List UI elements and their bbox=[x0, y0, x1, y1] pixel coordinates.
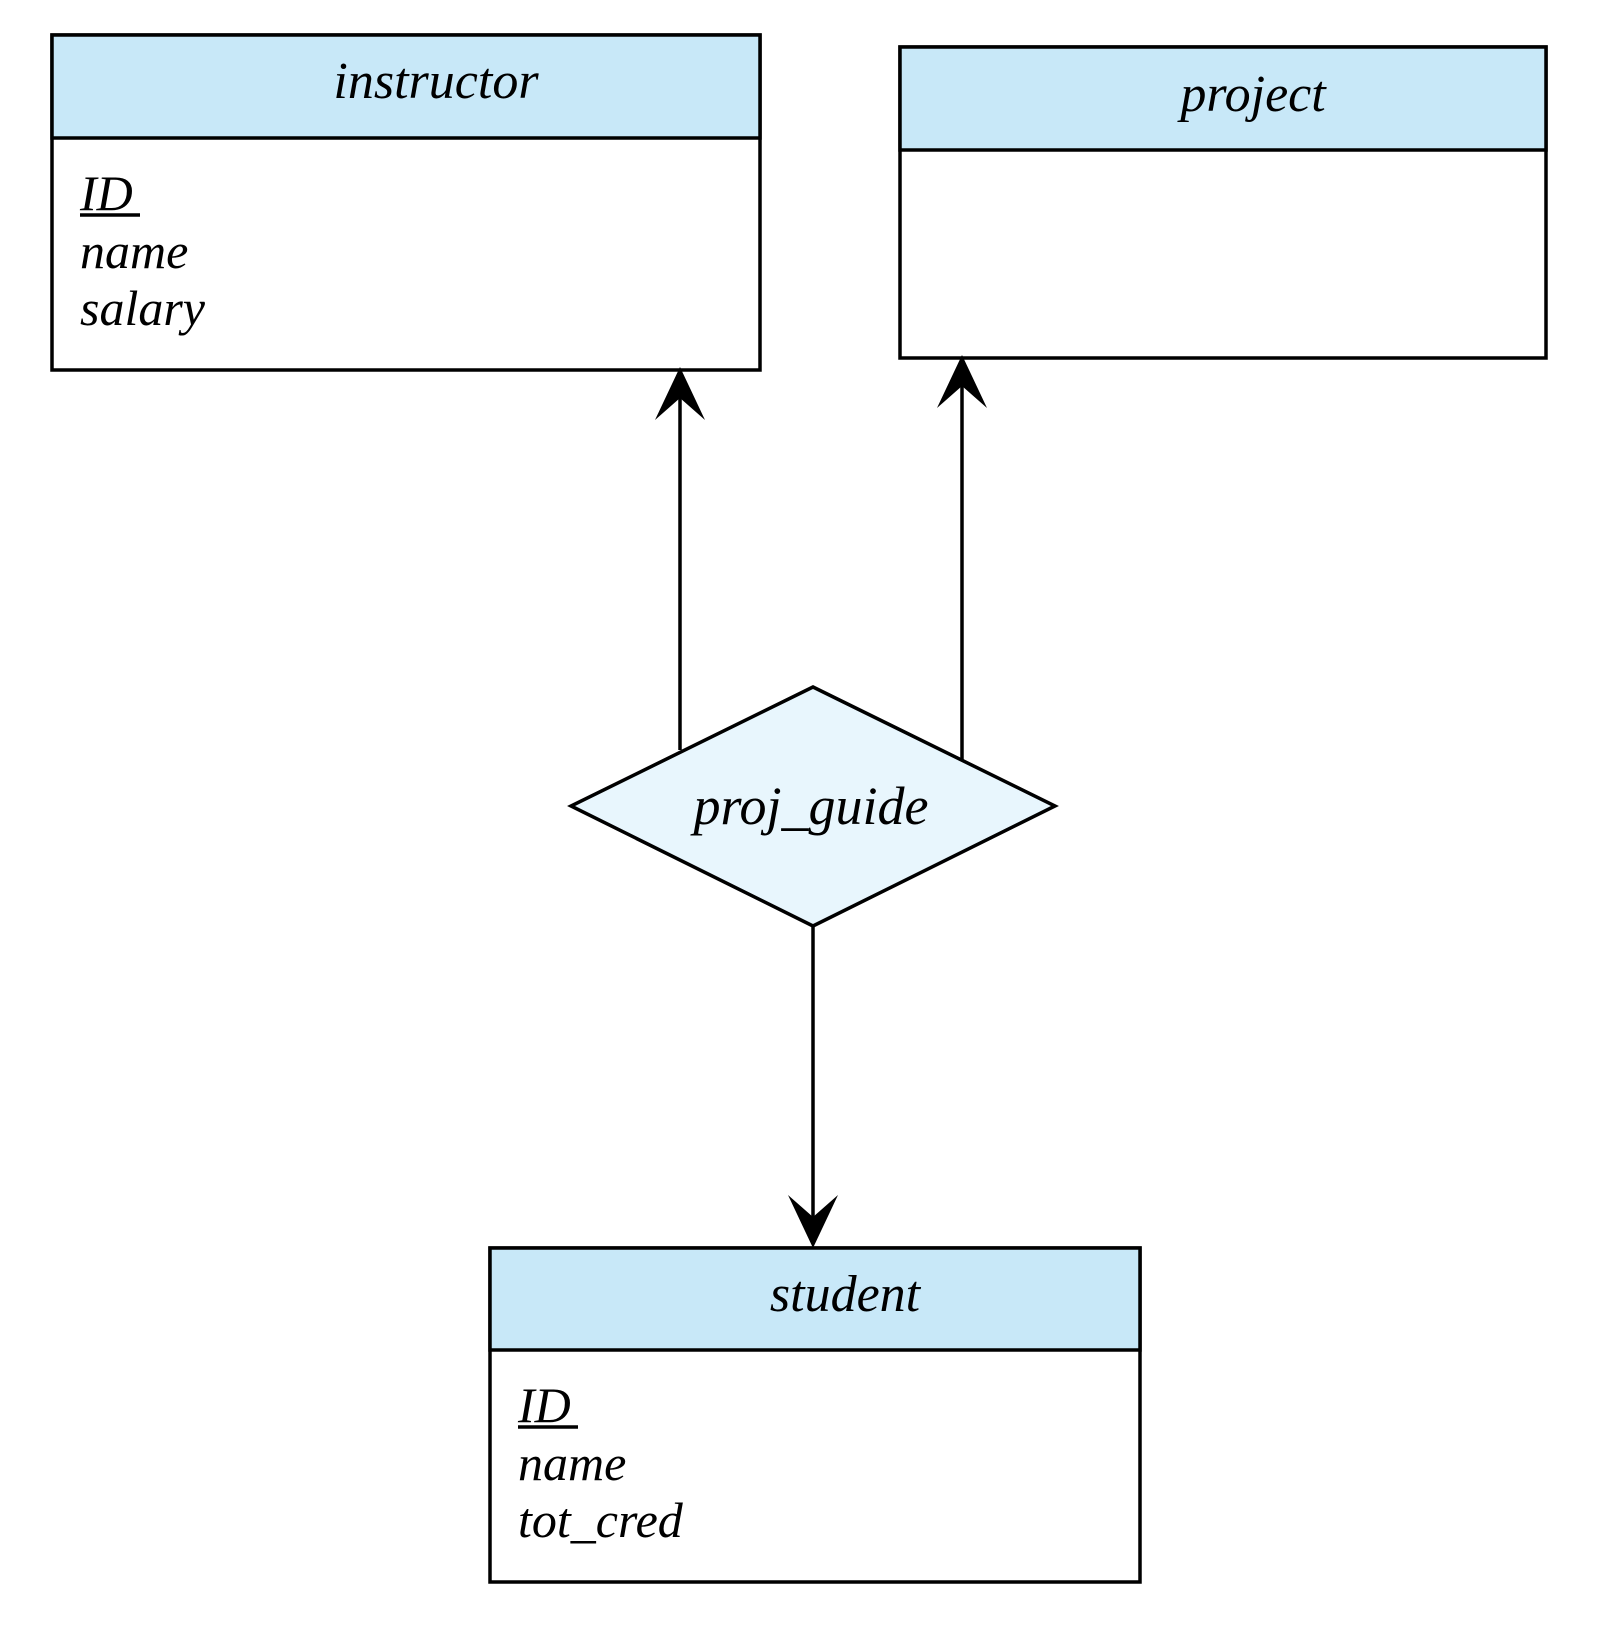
relationship-proj-guide[interactable]: proj_guide bbox=[567, 685, 1059, 928]
student-attr-tot-cred: tot_cred bbox=[518, 1492, 684, 1548]
entity-project-title: project bbox=[1176, 66, 1327, 123]
arrowhead-project-icon bbox=[937, 355, 987, 408]
entity-project[interactable]: project bbox=[898, 45, 1548, 360]
instructor-attr-salary: salary bbox=[80, 280, 206, 336]
instructor-attr-name: name bbox=[80, 223, 188, 279]
arrowhead-student-icon bbox=[788, 1195, 838, 1248]
entity-student-header bbox=[488, 1246, 1142, 1352]
student-attr-name: name bbox=[518, 1435, 626, 1491]
entity-project-header bbox=[898, 45, 1548, 152]
relationship-label: proj_guide bbox=[690, 776, 929, 836]
instructor-attr-id: ID bbox=[79, 165, 133, 221]
connectors bbox=[655, 355, 987, 1248]
entity-student[interactable]: student ID name tot_cred bbox=[488, 1246, 1142, 1584]
arrowhead-instructor-icon bbox=[655, 367, 705, 420]
entity-instructor-header bbox=[50, 33, 762, 140]
entity-student-title: student bbox=[770, 1266, 922, 1323]
student-attr-id: ID bbox=[517, 1377, 571, 1433]
entity-instructor[interactable]: instructor ID name salary bbox=[50, 33, 762, 372]
relationship-diamond bbox=[567, 685, 1059, 928]
entity-instructor-title: instructor bbox=[333, 53, 539, 110]
